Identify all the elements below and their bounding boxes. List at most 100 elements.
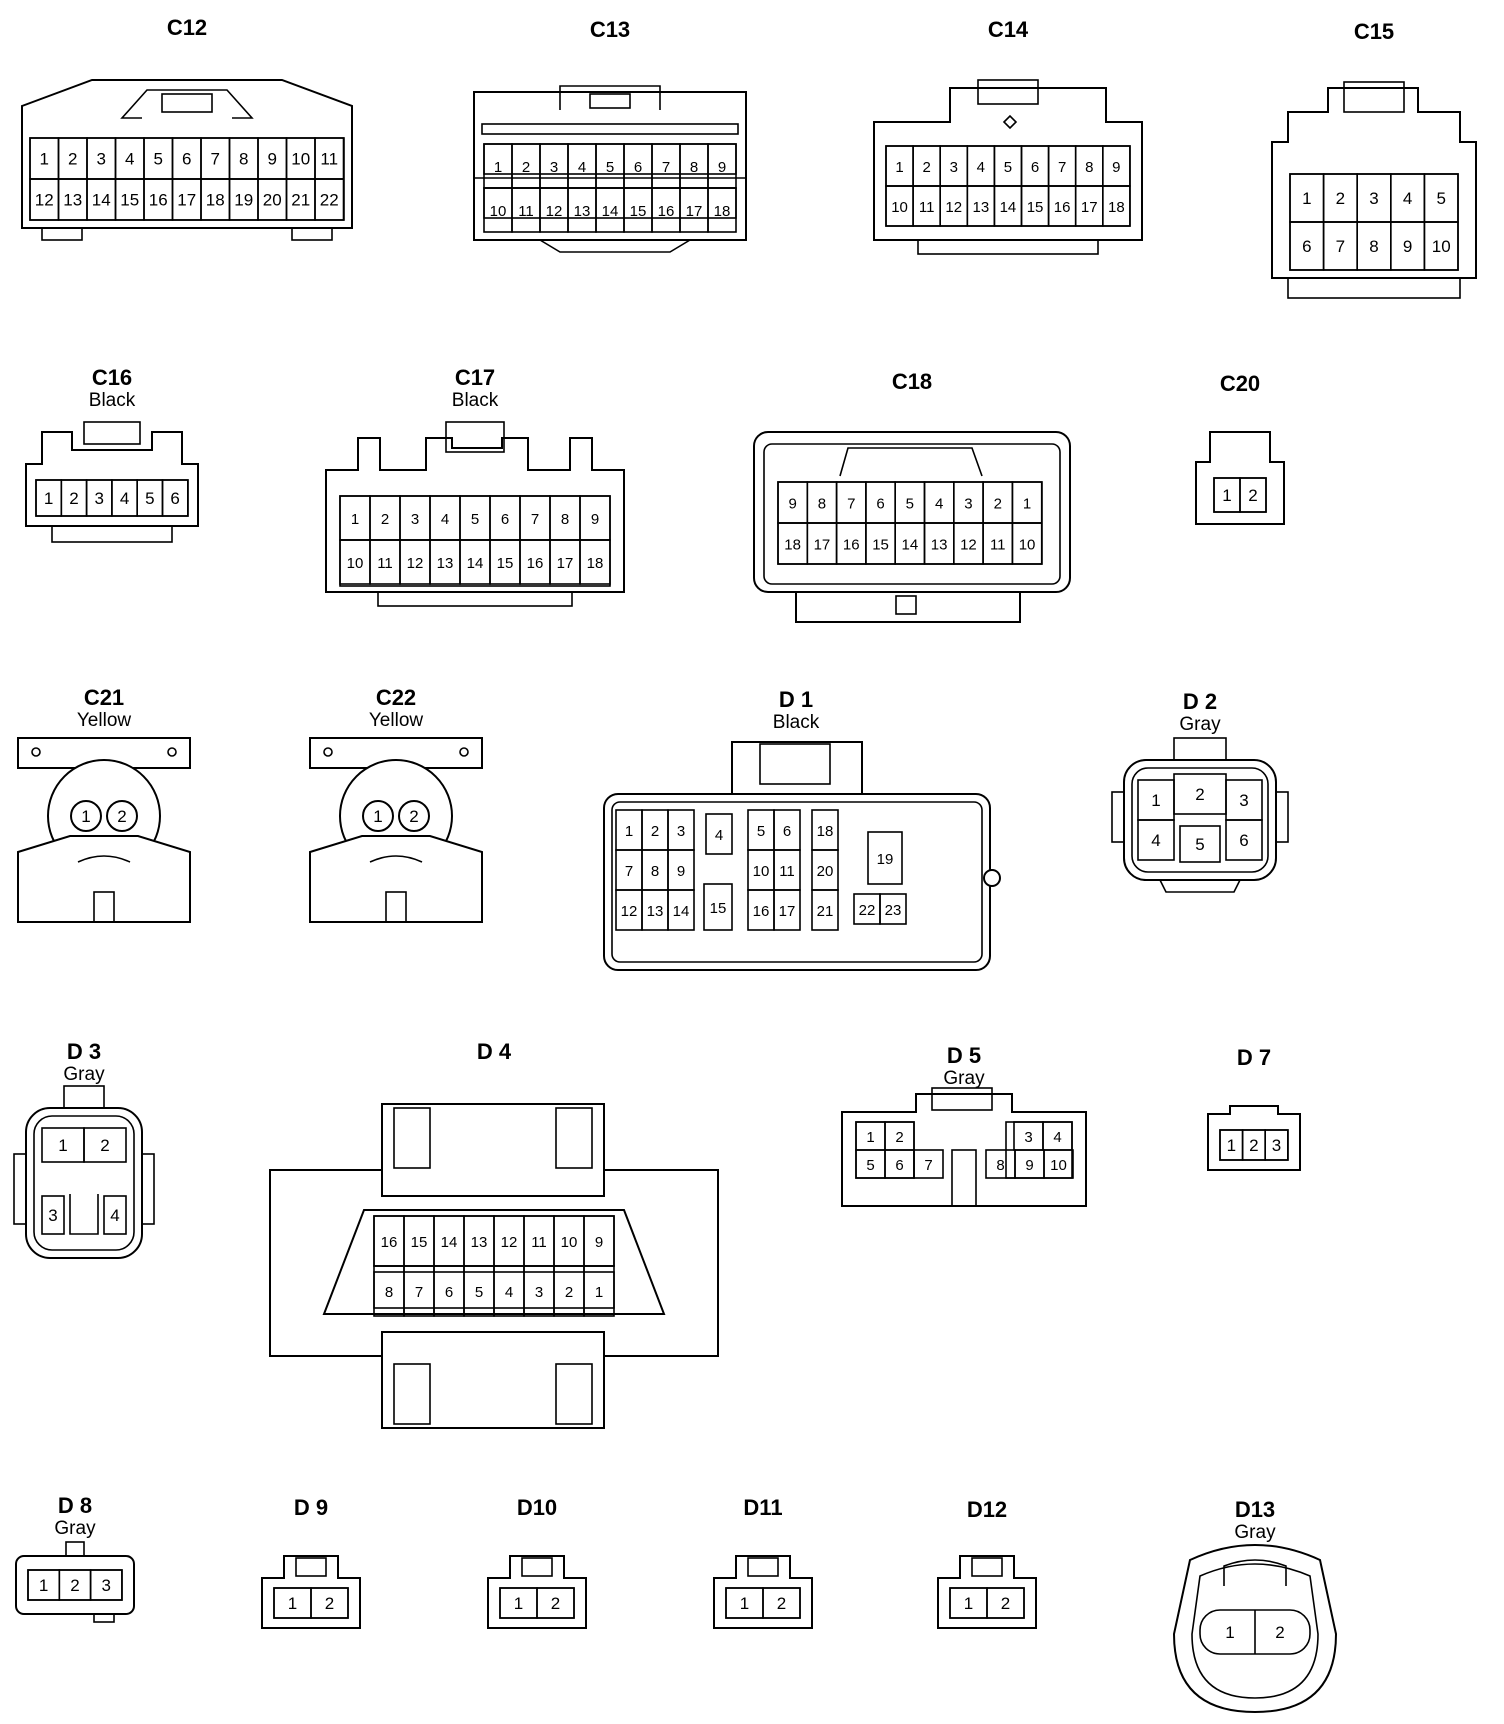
pin-number: 4 xyxy=(120,489,129,508)
pin-number: 9 xyxy=(788,496,796,513)
pin-number: 1 xyxy=(288,1594,297,1613)
pin-number: 7 xyxy=(625,863,633,880)
pin-cavity xyxy=(705,813,733,855)
pin-number: 15 xyxy=(1027,199,1044,216)
pin-number: 6 xyxy=(501,511,509,528)
pin-number: 2 xyxy=(994,496,1002,513)
pin-number: 7 xyxy=(531,511,539,528)
pin-number: 4 xyxy=(125,150,134,169)
pin-number: 7 xyxy=(662,159,670,176)
connector-color: Gray xyxy=(54,1518,96,1539)
pin-number: 11 xyxy=(320,150,338,169)
pin-number: 13 xyxy=(63,191,82,210)
pin-number: 5 xyxy=(1004,159,1012,176)
pin-number: 13 xyxy=(437,555,454,572)
pin-number: 20 xyxy=(817,863,834,880)
pin-cavity xyxy=(89,1569,123,1601)
pin-number: 17 xyxy=(686,203,703,220)
connector-label: D 2 xyxy=(1182,689,1218,714)
pin-number: 8 xyxy=(818,496,826,513)
pin-cavity xyxy=(762,1587,801,1619)
pin-cavity xyxy=(879,893,907,925)
connector-label: C13 xyxy=(589,17,631,42)
pin-number: 11 xyxy=(518,203,534,220)
pin-number: 7 xyxy=(847,496,855,513)
pin-number: 4 xyxy=(935,496,943,513)
pin-number: 1 xyxy=(625,823,633,840)
pin-number: 13 xyxy=(471,1234,488,1251)
pin-number: 3 xyxy=(95,489,104,508)
pin-number: 16 xyxy=(753,903,770,920)
pin-number: 4 xyxy=(1403,189,1412,208)
pin-number: 11 xyxy=(990,537,1006,554)
pin-number: 3 xyxy=(550,159,558,176)
pin-number: 10 xyxy=(1432,237,1451,256)
connector-label: D 8 xyxy=(57,1493,93,1518)
pin-number: 9 xyxy=(1112,159,1120,176)
pin-number: 1 xyxy=(1302,189,1311,208)
pin-number: 5 xyxy=(154,150,163,169)
connector-label: C14 xyxy=(987,17,1029,42)
pin-number: 2 xyxy=(381,511,389,528)
pin-number: 12 xyxy=(501,1234,518,1251)
pin-number: 14 xyxy=(902,537,919,554)
pin-number: 18 xyxy=(784,537,801,554)
pin-number: 4 xyxy=(1151,831,1160,850)
pin-number: 10 xyxy=(347,555,364,572)
pin-number: 17 xyxy=(557,555,574,572)
pin-number: 8 xyxy=(996,1157,1004,1174)
connector-label: D 3 xyxy=(66,1039,102,1064)
pin-number: 19 xyxy=(877,851,894,868)
pin-number: 10 xyxy=(1019,537,1036,554)
pin-number: 10 xyxy=(490,203,507,220)
pin-cavity xyxy=(583,1265,615,1317)
pin-number: 8 xyxy=(1085,159,1093,176)
pin-number: 17 xyxy=(814,537,831,554)
pin-number: 17 xyxy=(1081,199,1098,216)
pin-number: 1 xyxy=(81,807,90,826)
pin-number: 15 xyxy=(120,191,139,210)
pin-number: 15 xyxy=(411,1234,428,1251)
pin-number: 5 xyxy=(145,489,154,508)
pin-number: 23 xyxy=(885,902,902,919)
pin-number: 1 xyxy=(740,1594,749,1613)
pin-cavity xyxy=(986,1587,1025,1619)
pin-number: 2 xyxy=(651,823,659,840)
pin-number: 20 xyxy=(263,191,282,210)
pin-number: 18 xyxy=(817,823,834,840)
pin-number: 3 xyxy=(1272,1136,1281,1155)
pin-number: 4 xyxy=(977,159,985,176)
pin-number: 10 xyxy=(1050,1157,1067,1174)
pin-number: 5 xyxy=(606,159,614,176)
pin-number: 2 xyxy=(1195,785,1204,804)
pin-number: 2 xyxy=(70,1576,79,1595)
connector-label: D 4 xyxy=(476,1039,512,1064)
connector-label: D12 xyxy=(966,1497,1008,1522)
connector-color: Gray xyxy=(1234,1522,1276,1543)
pin-number: 10 xyxy=(891,199,908,216)
pin-cavity xyxy=(703,883,733,931)
pin-number: 7 xyxy=(924,1157,932,1174)
pin-number: 10 xyxy=(753,863,770,880)
pin-number: 16 xyxy=(381,1234,398,1251)
pin-number: 2 xyxy=(522,159,530,176)
pin-number: 11 xyxy=(919,199,935,216)
pin-number: 17 xyxy=(177,191,196,210)
pin-number: 6 xyxy=(1031,159,1039,176)
pin-number: 9 xyxy=(718,159,726,176)
pin-number: 2 xyxy=(1248,486,1257,505)
pin-number: 6 xyxy=(876,496,884,513)
pin-number: 13 xyxy=(574,203,591,220)
